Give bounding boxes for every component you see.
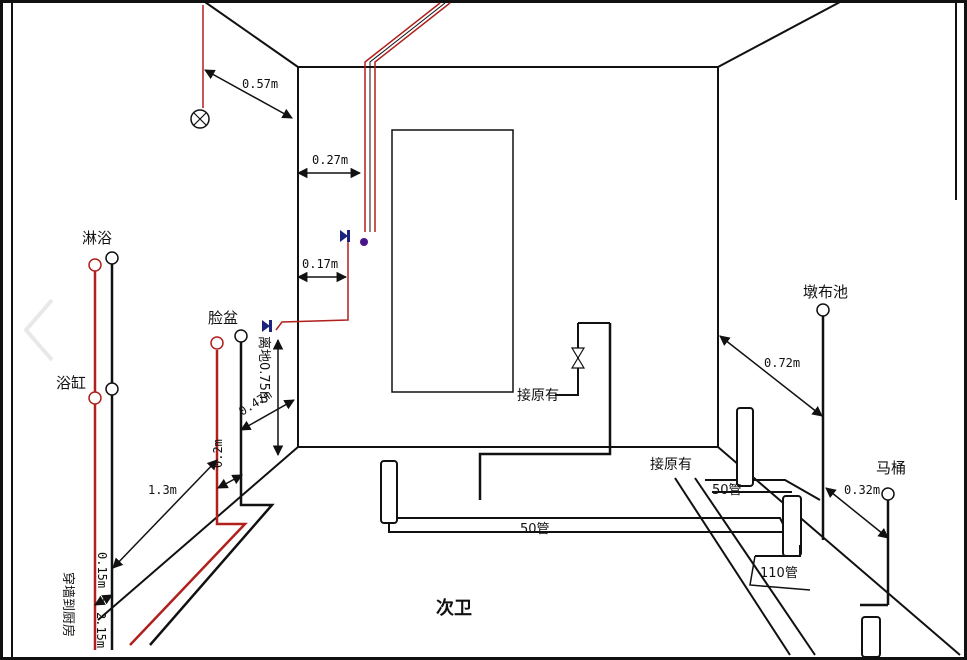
drain-pipe-back [478,323,612,500]
room-walls [11,1,961,658]
drain-valve-icon [570,347,586,369]
shower-outlets [88,251,119,405]
mop-sink-outlet [816,303,830,317]
label-shower: 淋浴 [82,229,112,247]
label-connect-existing-1: 接原有 [517,387,559,404]
label-mop-sink: 墩布池 [803,283,848,301]
dim-text-13: 1.3m [148,483,177,497]
label-pipe-110: 110管 [760,566,798,581]
label-pipe-50-floor: 50管 [520,522,550,537]
chevron-left-icon[interactable] [23,298,54,362]
ceiling-edge-left [204,1,299,68]
dim-015 [94,594,113,606]
floor-edge-right [717,446,961,656]
ceiling-feed-pipes [364,2,451,232]
dim-047 [240,399,295,431]
label-basin: 脸盆 [208,309,238,327]
shower-supply [93,262,114,650]
label-toilet: 马桶 [876,459,906,477]
floor-edge-left [97,446,299,621]
dim-13 [112,459,218,569]
dim-072 [719,335,823,417]
label-room: 次卫 [436,597,472,619]
dim-text-027: 0.27m [312,153,348,167]
dim-text-017: 0.17m [302,257,338,271]
dim-text-015: 0.15m [95,552,109,588]
basin-valve-icon [262,320,272,332]
dim-text-072: 0.72m [764,356,800,370]
label-pipe-50-right: 50管 [712,483,742,498]
ceiling-edge-right [717,1,841,68]
basin-outlets [210,329,248,350]
pipe-110-elbow [749,555,811,591]
floor-drain-50 [380,460,791,543]
dim-text-02: 0.2m [211,439,225,468]
back-wall [297,66,719,448]
pipe-110-joint [755,545,801,557]
dim-057 [204,69,293,119]
label-bathtub: 浴缸 [56,374,86,392]
drain-riser [555,323,579,396]
dim-text-215: 2.15m [94,612,108,648]
basin-hot-feed [275,242,349,331]
label-water-height: 离地0.75m [256,336,272,404]
ceiling-light-icon [190,5,210,129]
dim-text-032: 0.32m [844,483,880,497]
toilet-outlet [881,487,895,501]
label-through-wall: 穿墙到厨房 [60,572,76,637]
valve-icon [340,230,368,246]
dimension-lines [94,69,889,606]
dim-032 [825,487,889,539]
label-connect-existing-2: 接原有 [650,456,692,473]
dim-text-057: 0.57m [242,77,278,91]
dim-02 [217,474,243,489]
floor-drain-110 [674,477,821,656]
back-wall-panel [391,129,514,393]
